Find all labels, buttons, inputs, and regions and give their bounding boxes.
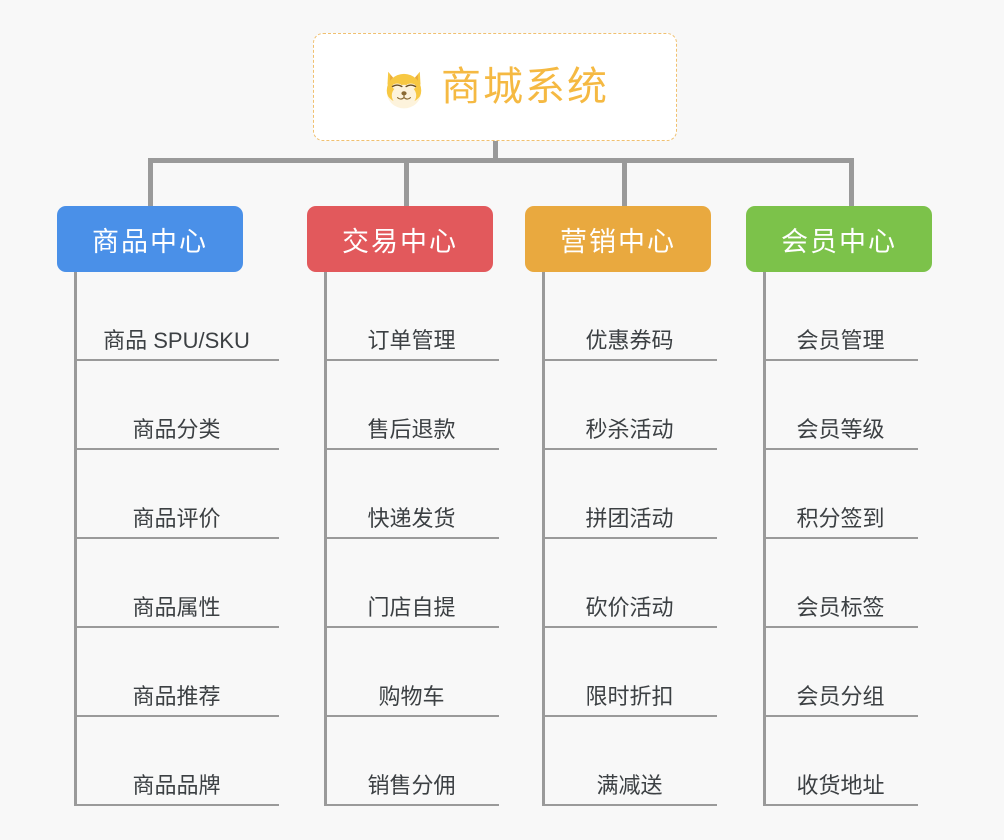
leaf-item[interactable]: 满减送 (542, 717, 717, 806)
leaf-item[interactable]: 会员管理 (763, 272, 918, 361)
leaf-item-label: 门店自提 (367, 594, 456, 620)
category-box-1[interactable]: 交易中心 (307, 206, 493, 272)
leaf-item[interactable]: 会员等级 (763, 361, 918, 450)
leaf-item-label: 会员管理 (796, 327, 885, 353)
leaf-item-label: 商品评价 (132, 505, 221, 531)
dog-face-icon (381, 66, 427, 112)
leaf-item[interactable]: 优惠券码 (542, 272, 717, 361)
leaf-item-label: 砍价活动 (585, 594, 674, 620)
connector-stub (493, 141, 498, 162)
leaf-item-label: 快递发货 (367, 505, 456, 531)
leaf-item-label: 会员标签 (796, 594, 885, 620)
leaf-item-label: 拼团活动 (585, 505, 674, 531)
leaf-item[interactable]: 砍价活动 (542, 539, 717, 628)
leaf-item[interactable]: 会员分组 (763, 628, 918, 717)
leaf-item[interactable]: 商品评价 (74, 450, 279, 539)
leaf-item[interactable]: 购物车 (324, 628, 499, 717)
category-label-0: 商品中心 (92, 226, 208, 257)
leaf-item[interactable]: 收货地址 (763, 717, 918, 806)
leaf-item-label: 会员分组 (796, 683, 885, 709)
leaf-item-label: 商品 SPU/SKU (103, 327, 250, 353)
connector-drop-1 (404, 158, 409, 208)
category-box-2[interactable]: 营销中心 (525, 206, 711, 272)
leaf-item[interactable]: 商品属性 (74, 539, 279, 628)
leaf-item[interactable]: 快递发货 (324, 450, 499, 539)
category-box-3[interactable]: 会员中心 (746, 206, 932, 272)
leaf-item[interactable]: 商品品牌 (74, 717, 279, 806)
leaf-item-label: 积分签到 (796, 505, 885, 531)
leaf-item-label: 满减送 (596, 772, 663, 798)
leaf-item-label: 秒杀活动 (585, 416, 674, 442)
leaf-item-label: 商品品牌 (132, 772, 221, 798)
leaf-item-label: 售后退款 (367, 416, 456, 442)
connector-horizontal-bar (148, 158, 854, 163)
leaf-item[interactable]: 商品分类 (74, 361, 279, 450)
leaf-item[interactable]: 订单管理 (324, 272, 499, 361)
leaf-item[interactable]: 商品推荐 (74, 628, 279, 717)
leaf-item-label: 优惠券码 (585, 327, 674, 353)
leaf-item[interactable]: 门店自提 (324, 539, 499, 628)
leaf-item[interactable]: 拼团活动 (542, 450, 717, 539)
leaf-item[interactable]: 限时折扣 (542, 628, 717, 717)
leaf-item[interactable]: 商品 SPU/SKU (74, 272, 279, 361)
connector-drop-3 (849, 158, 854, 208)
leaf-item-label: 商品推荐 (132, 683, 221, 709)
category-box-0[interactable]: 商品中心 (57, 206, 243, 272)
leaf-item-label: 会员等级 (796, 416, 885, 442)
leaf-item-label: 商品属性 (132, 594, 221, 620)
category-label-1: 交易中心 (342, 226, 458, 257)
leaf-item-label: 销售分佣 (367, 772, 456, 798)
leaf-item-label: 收货地址 (796, 772, 885, 798)
leaf-item-label: 商品分类 (132, 416, 221, 442)
leaf-trunk-1 (324, 272, 327, 806)
leaf-item[interactable]: 秒杀活动 (542, 361, 717, 450)
root-title: 商城系统 (441, 65, 609, 109)
root-node[interactable]: 商城系统 (313, 33, 677, 141)
leaf-trunk-3 (763, 272, 766, 806)
leaf-trunk-0 (74, 272, 77, 806)
leaf-item[interactable]: 销售分佣 (324, 717, 499, 806)
category-label-3: 会员中心 (781, 226, 897, 257)
leaf-item[interactable]: 积分签到 (763, 450, 918, 539)
connector-drop-0 (148, 158, 153, 208)
leaf-item-label: 限时折扣 (585, 683, 674, 709)
leaf-trunk-2 (542, 272, 545, 806)
leaf-item[interactable]: 会员标签 (763, 539, 918, 628)
connector-drop-2 (622, 158, 627, 208)
leaf-item-label: 购物车 (378, 683, 445, 709)
category-label-2: 营销中心 (560, 226, 676, 257)
leaf-item[interactable]: 售后退款 (324, 361, 499, 450)
leaf-item-label: 订单管理 (367, 327, 456, 353)
